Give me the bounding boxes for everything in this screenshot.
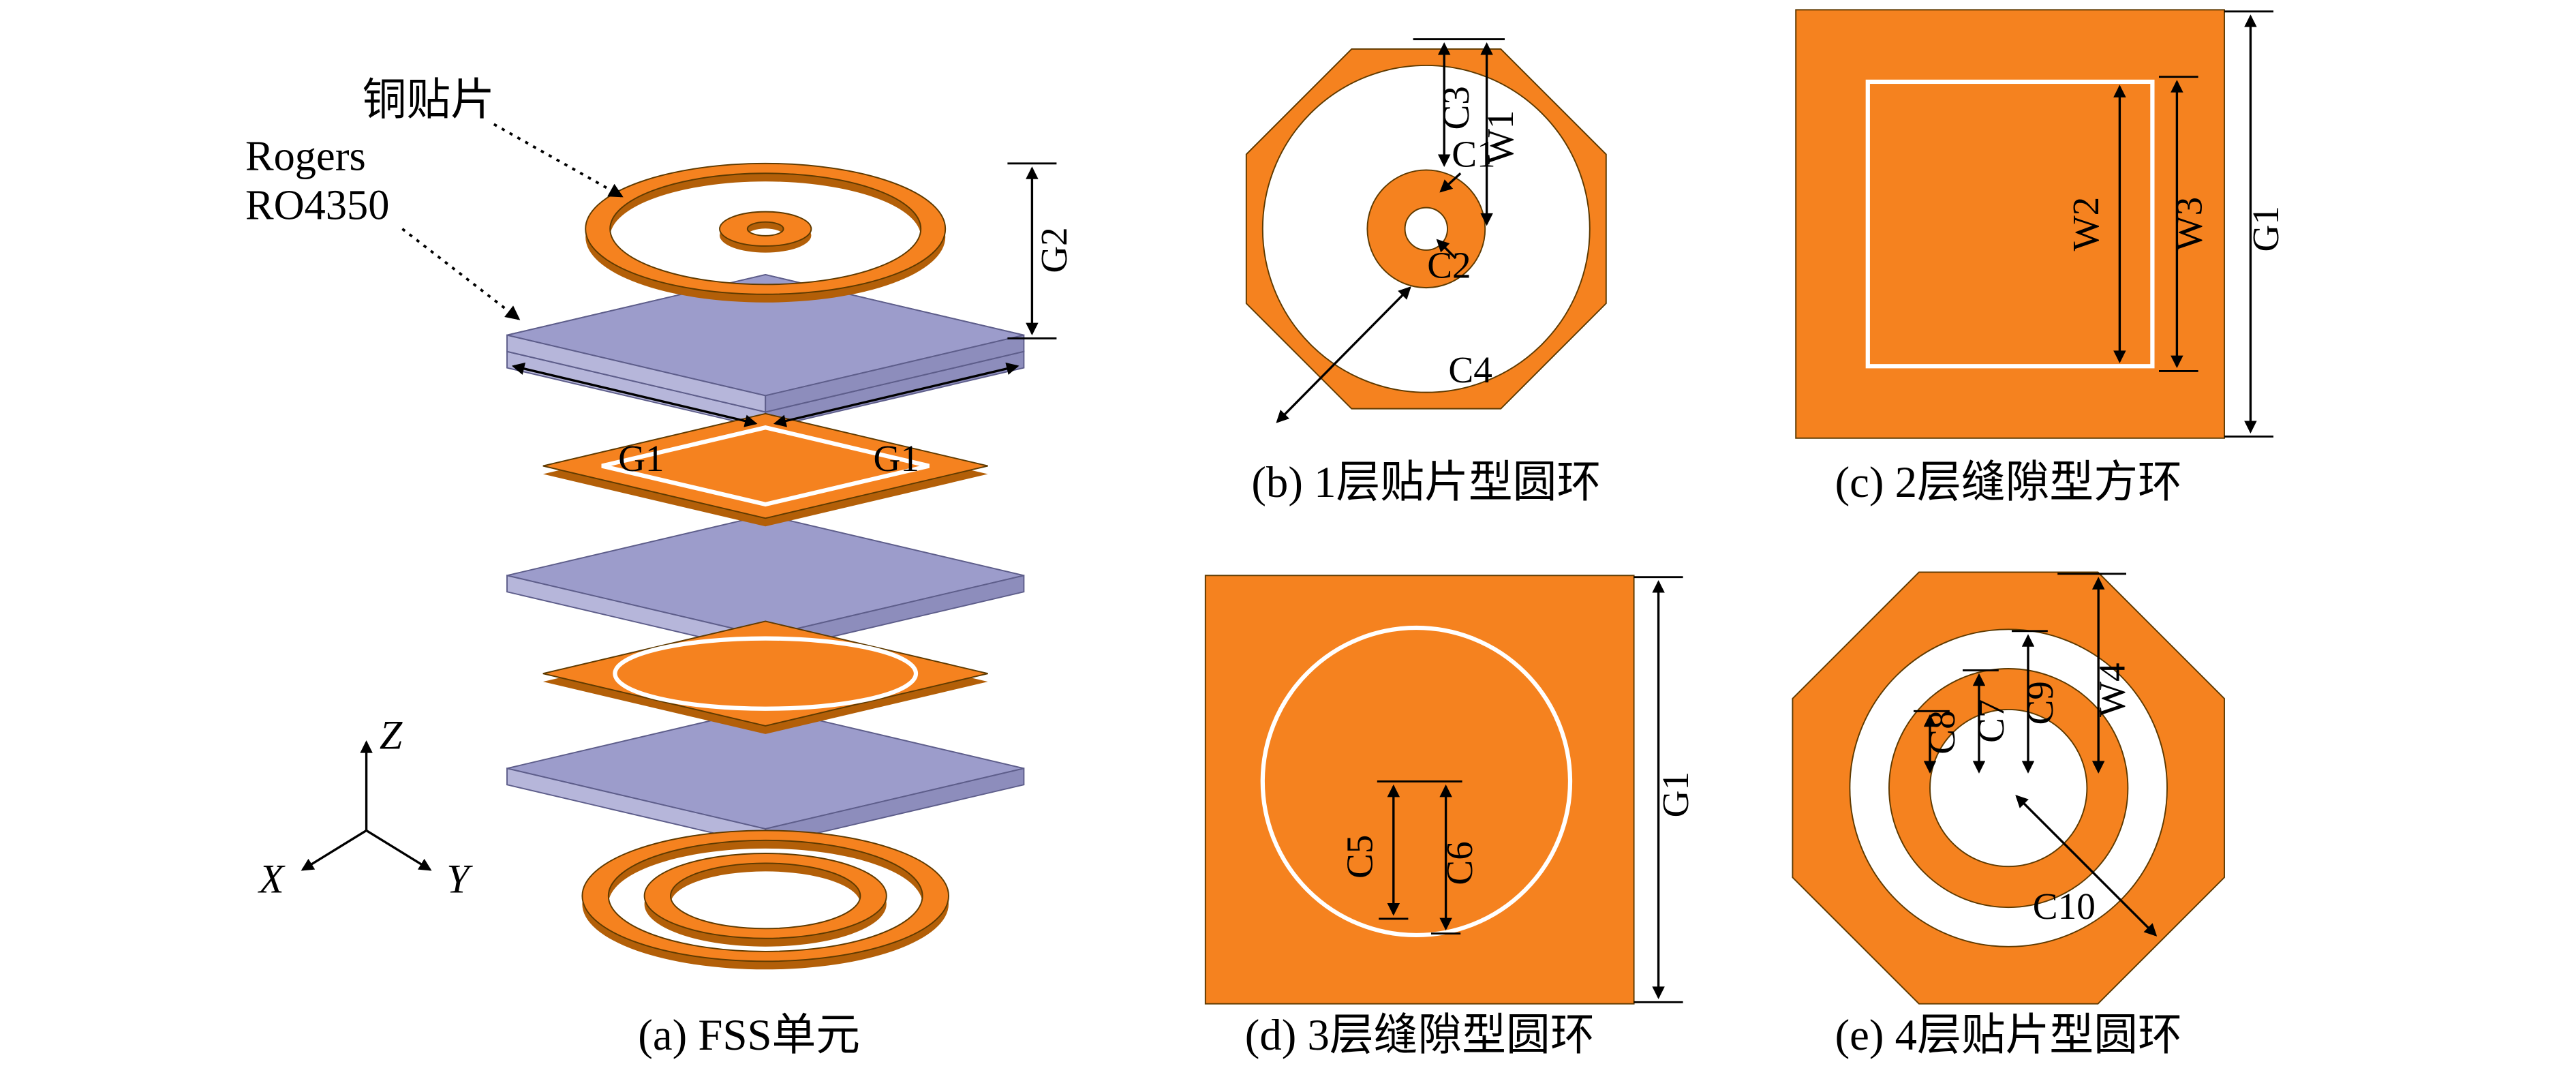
dim-g2: G2 xyxy=(1007,162,1075,339)
dim-w3-label: W3 xyxy=(2168,197,2209,252)
dim-g1-left-label: G1 xyxy=(618,438,664,479)
dim-c10-label: C10 xyxy=(2033,885,2096,927)
patch2-top xyxy=(542,412,988,519)
axis-y-label: Y xyxy=(446,857,473,902)
panel-c-copper-square xyxy=(1795,9,2225,439)
axis-z-label: Z xyxy=(380,713,403,758)
dim-c6-label: C6 xyxy=(1439,841,1480,885)
panel-d-copper-square xyxy=(1204,575,1635,1005)
dim-c9-label: C9 xyxy=(2019,681,2061,725)
panel-a-exploded-view: 铜贴片 Rogers RO4350 G2 G1 G1 xyxy=(245,76,1075,1060)
axis-x-label: X xyxy=(258,857,286,902)
dim-c5-label: C5 xyxy=(1339,835,1381,879)
dim-c7-label: C7 xyxy=(1970,699,2012,743)
copper-circle-slot-layer-3 xyxy=(542,620,988,734)
caption-c: (c) 2层缝隙型方环 xyxy=(1835,458,2182,507)
ring4-inner-top xyxy=(643,853,887,939)
caption-b: (b) 1层贴片型圆环 xyxy=(1251,458,1601,507)
dim-c7: C7 xyxy=(1963,669,2012,774)
dim-w1-label: W1 xyxy=(1479,110,1521,165)
dim-c1-label: C1 xyxy=(1452,134,1495,175)
dim-g1-right-label: G1 xyxy=(873,438,919,479)
patch3-top xyxy=(542,620,988,727)
dim-c4-line xyxy=(1276,286,1411,423)
copper-patch-label: 铜贴片 xyxy=(363,76,495,125)
dim-w1: W1 xyxy=(1479,42,1521,226)
dim-c4: C4 xyxy=(1276,286,1492,423)
dim-c2: C2 xyxy=(1427,239,1471,286)
dim-g2-label: G2 xyxy=(1033,227,1075,273)
copper-ring-layer-1 xyxy=(585,162,947,303)
dim-w2: W2 xyxy=(2065,85,2126,363)
panel-e-layer4-ring: W4 C9 C7 C8 C10 (e) 4层贴片型圆环 xyxy=(1792,571,2225,1060)
dim-c8: C8 xyxy=(1914,710,1963,774)
panel-d-layer3-circle-slot: C5 C6 G1 (d) 3层缝隙型圆环 xyxy=(1204,575,1696,1060)
substrate-label-line1: Rogers xyxy=(245,132,366,179)
coordinate-axes: Z X Y xyxy=(258,713,473,902)
dim-c4-label: C4 xyxy=(1448,349,1492,391)
dim-c6: C6 xyxy=(1431,784,1480,934)
dim-c2-arrow xyxy=(1436,239,1457,260)
substrate-slab-3 xyxy=(506,707,1025,847)
substrate-slab-2-top-face xyxy=(506,514,1024,637)
dim-w3: W3 xyxy=(2159,76,2209,372)
dim-g1-right-line xyxy=(773,362,1019,427)
leader-substrate: Rogers RO4350 xyxy=(245,132,521,320)
dim-g1-right: G1 xyxy=(773,362,1019,479)
dim-c10-line xyxy=(2015,795,2158,937)
dim-g1d-label: G1 xyxy=(1655,772,1696,817)
dim-w4: W4 xyxy=(2057,573,2133,774)
panel-e-outer-patch xyxy=(1792,571,2225,1005)
patch2-square-slot xyxy=(601,425,930,507)
ring4-outer-top xyxy=(581,830,949,962)
dim-c1: C1 xyxy=(1439,134,1496,193)
dim-w4-label: W4 xyxy=(2091,663,2133,717)
dim-g1-panel-d: G1 xyxy=(1634,576,1696,1003)
copper-patch-leader-line xyxy=(493,123,624,198)
substrate-leader-line xyxy=(401,228,521,320)
substrate-label-line2: RO4350 xyxy=(245,181,389,228)
caption-d: (d) 3层缝隙型圆环 xyxy=(1245,1011,1595,1060)
panel-b-layer1-ring: C3 W1 C1 C2 C4 (b) 1层贴片型圆环 xyxy=(1245,38,1607,507)
dim-g1c-label: G1 xyxy=(2245,206,2286,252)
dim-c9: C9 xyxy=(2012,630,2061,774)
patch3-circular-slot xyxy=(613,636,919,711)
axis-x-arrow xyxy=(301,830,367,871)
dim-c10: C10 xyxy=(2015,795,2158,937)
dim-c1-arrow xyxy=(1439,172,1462,193)
panel-c-square-slot xyxy=(1865,79,2155,369)
axis-y-arrow xyxy=(365,830,432,871)
ring1-top xyxy=(585,162,947,295)
panel-b-outer-ring xyxy=(1245,48,1607,410)
dim-c3: C3 xyxy=(1435,42,1477,168)
caption-e: (e) 4层贴片型圆环 xyxy=(1835,1011,2182,1060)
panel-d-circular-slot xyxy=(1260,625,1573,938)
copper-double-ring-layer-4 xyxy=(581,830,949,970)
copper-square-slot-layer-2 xyxy=(542,412,988,527)
dim-g1-panel-c: G1 xyxy=(2224,10,2286,438)
dim-c5: C5 xyxy=(1339,784,1409,920)
dim-g1-left-line xyxy=(511,362,758,427)
dim-w2-label: W2 xyxy=(2065,197,2106,252)
caption-a: (a) FSS单元 xyxy=(638,1011,860,1060)
dim-g1-left: G1 xyxy=(511,362,758,479)
dim-c3-label: C3 xyxy=(1435,86,1477,130)
substrate-slab-2 xyxy=(506,514,1025,654)
dim-c8-label: C8 xyxy=(1921,710,1963,754)
leader-copper-patch: 铜贴片 xyxy=(363,76,624,198)
panel-c-layer2-square-slot: W2 W3 G1 (c) 2层缝隙型方环 xyxy=(1795,9,2286,507)
ring1-center-top xyxy=(719,211,812,247)
